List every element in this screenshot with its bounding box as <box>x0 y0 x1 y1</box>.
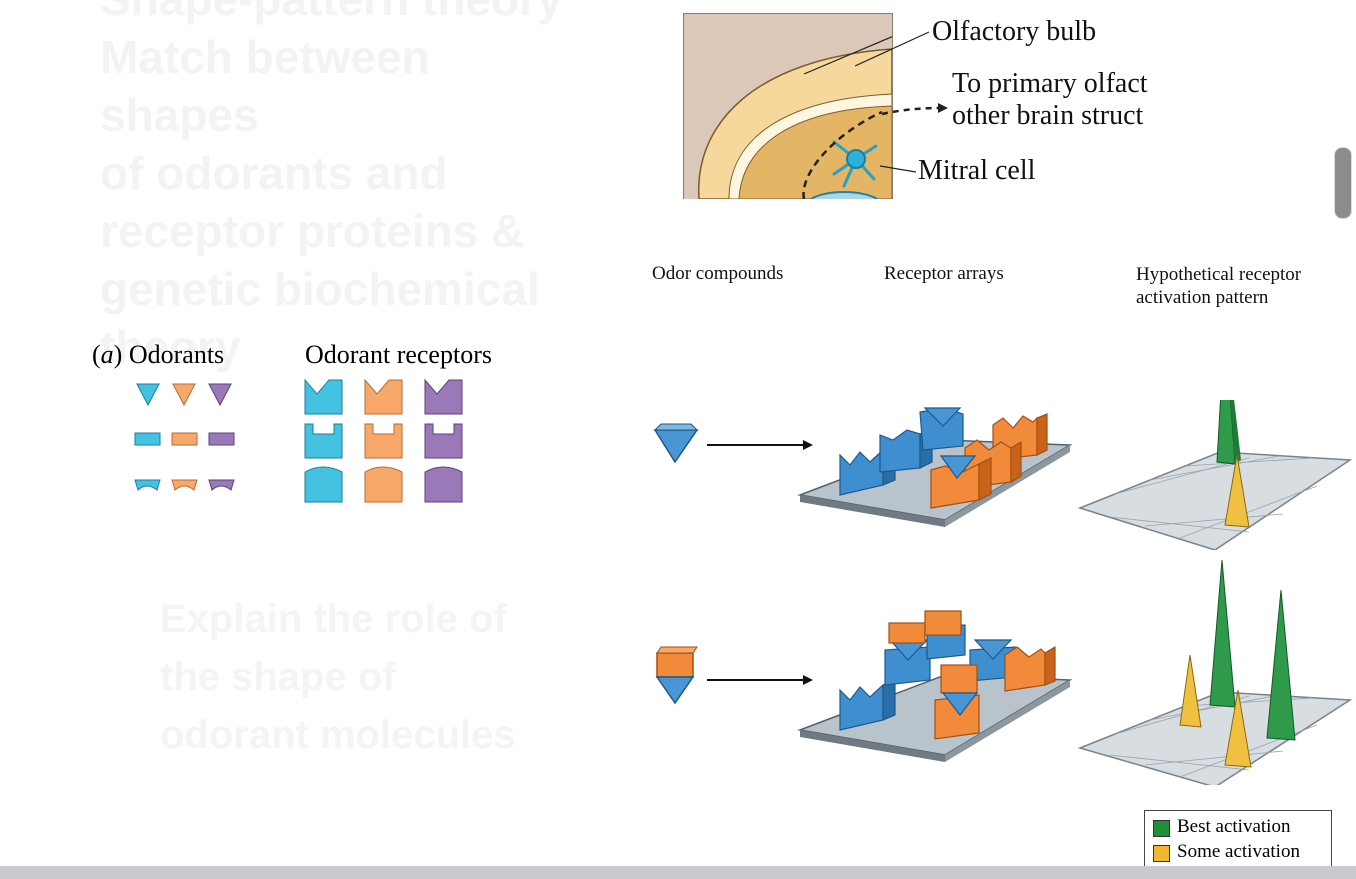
receptor-slot-orange <box>364 423 403 459</box>
panel-a-header: (a) Odorants <box>92 340 224 370</box>
receptor-v-orange <box>364 378 403 415</box>
receptor-slot-purple <box>424 423 463 459</box>
activation-grid <box>1077 451 1353 550</box>
legend: Best activation Some activation <box>1144 810 1332 868</box>
peak-best <box>1216 400 1236 465</box>
odorant-receptor-shapes <box>134 378 463 503</box>
bottom-bar <box>0 866 1356 879</box>
arrow-row2-head <box>803 675 813 685</box>
peak-some <box>1224 689 1252 768</box>
plate-edge-right <box>945 680 1070 762</box>
odorants-label: Odorants <box>128 340 225 369</box>
receptor-bump-purple <box>424 466 463 503</box>
receptor-bump-blue <box>304 466 343 503</box>
legend-some-label: Some activation <box>1177 841 1300 862</box>
slide-line: theory <box>100 321 241 373</box>
compound-triangle-blue <box>653 429 699 464</box>
slide-line: Shape-pattern theory <box>100 0 570 28</box>
row1-diagram <box>653 400 1353 550</box>
background-slide-text: Shape-pattern theory Match between shape… <box>100 0 570 376</box>
receptor-bump-orange <box>364 466 403 503</box>
activation-label-line2: activation pattern <box>1136 287 1269 308</box>
slide-line: the shape of <box>160 655 396 699</box>
odorant-bar-orange <box>171 432 198 446</box>
activation-pattern-label: Hypothetical receptor activation pattern <box>1136 263 1346 309</box>
peak-some <box>1224 454 1250 528</box>
receptor-arrays-label: Receptor arrays <box>884 263 1004 284</box>
slide-line: Explain the role of <box>160 597 507 641</box>
activation-label-line1: Hypothetical receptor <box>1136 264 1302 285</box>
peak-best <box>1209 559 1236 708</box>
plate-edge <box>800 495 945 527</box>
legend-best-swatch <box>1153 820 1170 837</box>
compound-cube-orange <box>656 652 694 678</box>
odorant-notch-purple <box>208 479 235 491</box>
mitral-cell-label: Mitral cell <box>918 155 1036 186</box>
arrow-row1-head <box>803 440 813 450</box>
odorant-triangle-purple <box>208 383 232 407</box>
primary-olfactory-label-2: other brain struct <box>952 100 1144 131</box>
odor-compounds-label: Odor compounds <box>652 263 784 284</box>
receptor-block-blue <box>839 679 896 731</box>
receptor-block-orange-bound <box>930 455 992 509</box>
panel-a-letter: (a) <box>92 340 123 369</box>
receptor-slot-blue <box>304 423 343 459</box>
legend-some-swatch <box>1153 845 1170 862</box>
background-slide-text-lower: Explain the role of the shape of odorant… <box>160 590 570 764</box>
bulb-leader-line <box>854 18 935 68</box>
peak-best-shade <box>1230 400 1241 464</box>
compound-triangle-blue <box>655 676 695 705</box>
slide-line: of odorants and <box>100 147 448 199</box>
receptor-v-purple <box>424 378 463 415</box>
plate-edge-right <box>945 445 1070 527</box>
slide-line: Match between shapes <box>100 31 430 141</box>
receptor-block-orange-bound <box>934 664 980 740</box>
primary-olfactory-label-1: To primary olfact <box>952 68 1148 99</box>
peak-some <box>1179 654 1202 728</box>
scrollbar-thumb[interactable] <box>1334 147 1352 219</box>
odorant-notch-blue <box>134 479 161 491</box>
receptor-block-blue-bound <box>919 407 964 451</box>
compound-top-face <box>653 423 699 431</box>
odorant-notch-orange <box>171 479 198 491</box>
receptor-block-blue-bound <box>924 610 966 660</box>
receptor-v-blue <box>304 378 343 415</box>
slide-line: receptor proteins & <box>100 205 525 257</box>
odorant-triangle-orange <box>172 383 196 407</box>
olfactory-bulb-label: Olfactory bulb <box>932 16 1097 47</box>
odorant-bar-purple <box>208 432 235 446</box>
cube-top <box>656 646 698 654</box>
receptor-block-blue <box>969 639 1016 682</box>
receptor-block-blue-bound <box>884 622 931 686</box>
panel-letter: a <box>100 340 114 369</box>
slide-line: odorant molecules <box>160 713 516 757</box>
plate-edge <box>800 730 945 762</box>
dashed-arrow <box>880 100 950 120</box>
odorant-bar-blue <box>134 432 161 446</box>
odorant-triangle-blue <box>136 383 160 407</box>
grid-lines <box>1109 455 1318 539</box>
olfactory-bulb-illustration <box>683 13 893 199</box>
odorant-receptors-label: Odorant receptors <box>305 340 492 369</box>
mitral-leader-line <box>879 160 920 180</box>
receptor-block-orange <box>1004 645 1056 692</box>
row2-diagram <box>655 559 1353 785</box>
slide-line: genetic biochemical <box>100 263 540 315</box>
legend-best-label: Best activation <box>1177 816 1291 837</box>
peak-best <box>1266 589 1296 741</box>
